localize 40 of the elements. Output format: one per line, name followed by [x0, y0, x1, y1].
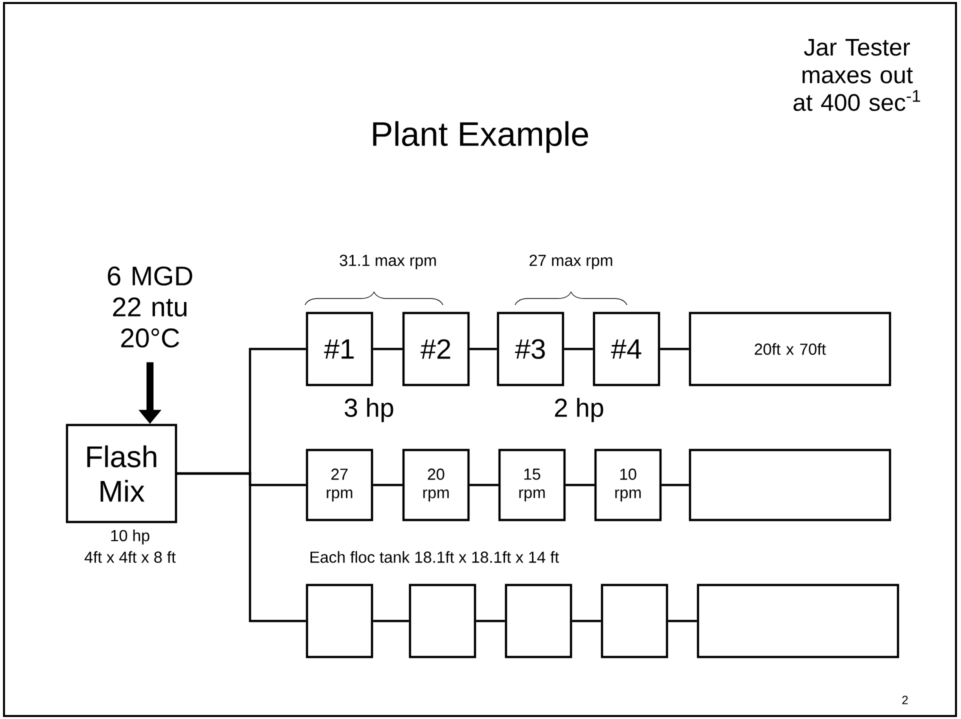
connector-line: [470, 348, 497, 350]
tank-box: [688, 448, 892, 522]
connector-line: [470, 484, 498, 486]
dimension-note: Each floc tank 18.1ft x 18.1ft x 14 ft: [310, 551, 559, 563]
process-box: 15 rpm: [498, 448, 566, 522]
process-box: 20 rpm: [402, 448, 470, 522]
input-text: 6 MGD 22 ntu 20°C: [108, 266, 192, 348]
process-box: Flash Mix: [66, 424, 178, 524]
note-text: Jar Tester maxes out at 400 sec$^{-1}$: [794, 39, 920, 111]
connector-line: [564, 348, 593, 350]
brace-label: 27 max rpm: [530, 254, 612, 270]
power-label: 3 hp: [344, 398, 394, 422]
connector-line: [566, 484, 594, 486]
process-box: #2: [402, 312, 470, 386]
connector-line: [373, 484, 402, 486]
connector-line: [662, 484, 689, 486]
beside-text: 4ft x 4ft x 8 ft: [84, 551, 176, 563]
title: Plant Example: [373, 121, 588, 153]
connector-line: [660, 348, 689, 350]
process-box: #4: [592, 312, 660, 386]
process-box: 20ft x 70ft: [688, 312, 892, 386]
tank-box: [600, 584, 668, 658]
connector-line: [373, 620, 409, 622]
power-label: 2 hp: [555, 398, 604, 422]
tank-box: [696, 584, 900, 658]
beside-text: 10 hp: [111, 530, 150, 544]
tank-box: [408, 584, 476, 658]
connector-line: [476, 620, 505, 622]
tank-box: [504, 584, 572, 658]
connector-line: [177, 472, 306, 622]
page-number: 2: [902, 696, 908, 704]
connector-line: [572, 620, 601, 622]
connector-line: [373, 348, 402, 350]
process-box: 27 rpm: [306, 448, 374, 522]
process-box: 10 rpm: [594, 448, 662, 522]
tank-box: [306, 584, 374, 658]
connector-line: [668, 620, 697, 622]
process-box: #1: [306, 312, 374, 386]
process-box: #3: [496, 312, 564, 386]
brace-label: 31.1 max rpm: [340, 254, 436, 270]
